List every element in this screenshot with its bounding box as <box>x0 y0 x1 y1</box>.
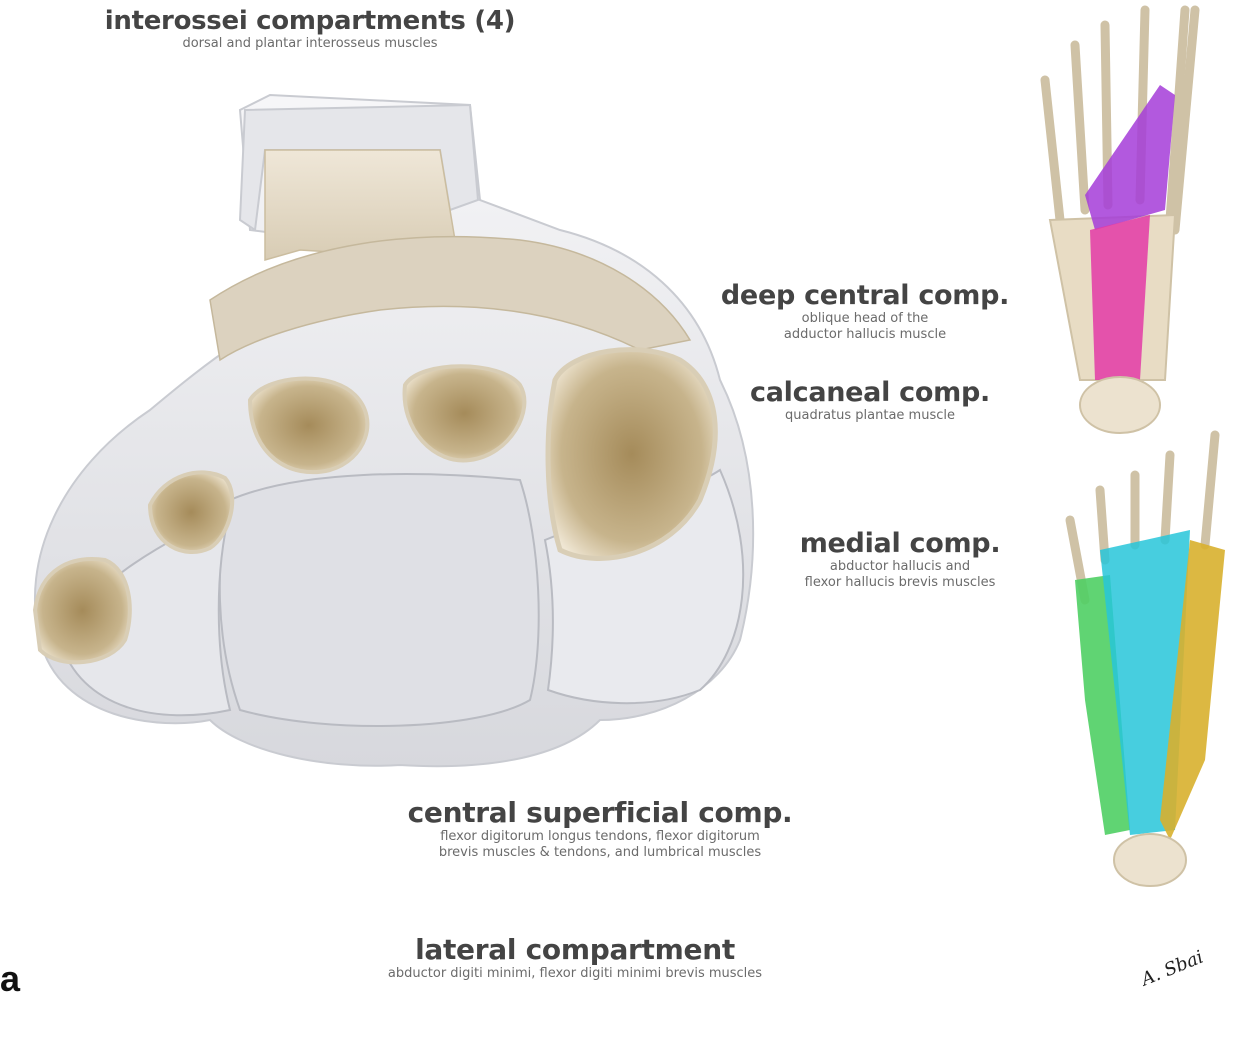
label-title: central superficial comp. <box>340 796 860 829</box>
central-superficial-compartment <box>220 474 539 726</box>
label-subtitle: abductor digiti minimi, flexor digiti mi… <box>270 966 880 982</box>
label-medial-comp: medial comp. abductor hallucis and flexo… <box>745 528 1055 592</box>
label-title: calcaneal comp. <box>720 377 1020 408</box>
label-subtitle-line2: flexor hallucis brevis muscles <box>745 575 1055 591</box>
metatarsal-5 <box>35 559 130 662</box>
label-title: lateral compartment <box>270 933 880 966</box>
label-subtitle-line1: abductor hallucis and <box>745 559 1055 575</box>
foot-cross-section <box>35 95 753 766</box>
quadratus-plantae-muscle <box>1090 215 1150 380</box>
label-subtitle-line2: brevis muscles & tendons, and lumbrical … <box>340 845 860 861</box>
label-subtitle-line2: adductor hallucis muscle <box>700 327 1030 343</box>
label-central-superficial-comp: central superficial comp. flexor digitor… <box>340 796 860 862</box>
label-title: interossei compartments (4) <box>60 6 560 36</box>
label-subtitle-line1: flexor digitorum longus tendons, flexor … <box>340 829 860 845</box>
foot-diagram-deep-calcaneal <box>1045 10 1195 433</box>
label-subtitle-line1: oblique head of the <box>700 311 1030 327</box>
label-title: deep central comp. <box>700 280 1030 311</box>
foot-diagram-medial-central-lateral <box>1070 435 1225 886</box>
label-calcaneal-comp: calcaneal comp. quadratus plantae muscle <box>720 377 1020 424</box>
label-deep-central-comp: deep central comp. oblique head of the a… <box>700 280 1030 344</box>
label-title: medial comp. <box>745 528 1055 559</box>
adductor-oblique-muscle <box>1085 85 1175 230</box>
label-subtitle: dorsal and plantar interosseus muscles <box>60 36 560 52</box>
label-subtitle: quadratus plantae muscle <box>720 408 1020 424</box>
label-lateral-compartment: lateral compartment abductor digiti mini… <box>270 933 880 982</box>
label-interossei-compartments: interossei compartments (4) dorsal and p… <box>60 6 560 52</box>
panel-letter: a <box>0 958 20 1000</box>
